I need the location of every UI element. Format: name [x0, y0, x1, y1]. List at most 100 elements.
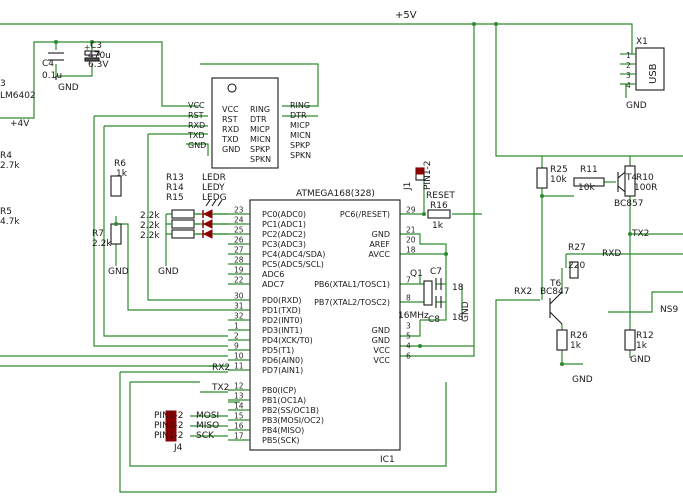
led-green: [202, 229, 213, 239]
mcu-right-pin-name: PC6(/RESET): [340, 210, 390, 219]
mcu-right-pin-num: 20: [406, 236, 416, 245]
r15-value: 2.2k: [140, 231, 160, 241]
c8-label: C8: [428, 315, 440, 325]
mcu-left-pin-name: PC3(ADC3): [262, 240, 306, 249]
c7-label: C7: [430, 267, 442, 277]
mcu-left-pin-name: PC0(ADC0): [262, 210, 306, 219]
x1-label: X1: [636, 37, 648, 47]
c3-value: 470u: [88, 51, 111, 61]
resistor-r27: [569, 261, 579, 279]
resistor-r14: [171, 219, 195, 229]
x1-pin4: 4: [626, 81, 631, 90]
r4-label: R4: [0, 151, 12, 161]
isp-pin-label-1: PIN1-2: [154, 411, 184, 421]
r16-label: R16: [430, 201, 448, 211]
rx2-net-right: RX2: [514, 287, 532, 297]
transistor-t6: [549, 291, 563, 325]
chip-pin-ring: RING: [290, 101, 310, 110]
mcu-right-pin-num: 4: [406, 342, 411, 351]
chip-inner-vcc: VCC: [222, 105, 239, 114]
rx2-net-left: RX2: [212, 363, 230, 373]
mcu-left-pin-num: 27: [234, 246, 244, 255]
crystal-gnd: GND: [461, 301, 471, 322]
r10-label: R10: [636, 173, 654, 183]
mcu-left-pin-num: 22: [234, 276, 244, 285]
capacitor-c3: [84, 50, 100, 62]
resistor-r7: [110, 223, 122, 245]
mcu-left-pin-name: PD7(AIN1): [262, 366, 303, 375]
mcu-left-pin-num: 15: [234, 412, 244, 421]
r25-label: R25: [550, 165, 568, 175]
right-gnd-1: GND: [572, 375, 593, 385]
resistor-r15: [171, 229, 195, 239]
r7-gnd: GND: [108, 267, 129, 277]
chip-inner-spkp: SPKP: [250, 145, 270, 154]
ledg-label: LEDG: [202, 193, 227, 203]
q1-label: Q1: [410, 269, 423, 279]
j1-pin-label: PIN1-2: [423, 160, 433, 190]
mcu-left-pin-num: 1: [234, 322, 239, 331]
v4-label: +4V: [10, 119, 30, 129]
r10-value: 100R: [634, 183, 657, 193]
mcu-right-pin-num: 6: [406, 352, 411, 361]
mcu-right-pin-name: AVCC: [368, 250, 390, 259]
isp-pad-sck: [165, 430, 177, 442]
mcu-left-pin-name: PB5(SCK): [262, 436, 300, 445]
mcu-left-pin-name: PC2(ADC2): [262, 230, 306, 239]
r13-value: 2.2k: [140, 211, 160, 221]
mcu-right-pin-num: 3: [406, 322, 411, 331]
ref-3-label: 3: [0, 79, 6, 89]
mcu-title: ATMEGA168(328): [296, 189, 375, 199]
mcu-left-pin-num: 19: [234, 266, 244, 275]
led-yellow: [202, 219, 213, 229]
usb-connector-x1: [635, 47, 665, 91]
mcu-left-pin-num: 31: [234, 302, 244, 311]
r13-label: R13: [166, 173, 184, 183]
vcc-label: +5V: [395, 10, 417, 21]
tx2-net-right: TX2: [631, 229, 649, 239]
chip-inner-micp: MICP: [250, 125, 270, 134]
mcu-left-pin-num: 30: [234, 292, 244, 301]
mcu-left-pin-num: 17: [234, 432, 244, 441]
chip-inner-gnd: GND: [222, 145, 240, 154]
vcc-rail: [0, 23, 633, 54]
r5-label: R5: [0, 207, 12, 217]
c4-value: 0.1u: [42, 71, 62, 81]
led-red: [202, 209, 213, 219]
mcu-left-pin-num: 2: [234, 332, 239, 341]
chip-pin-micn: MICN: [290, 131, 311, 140]
x1-pin2: 2: [626, 61, 631, 70]
mcu-left-pin-num: 26: [234, 236, 244, 245]
c3-plus: +: [84, 43, 90, 52]
usb-label: USB: [648, 63, 659, 84]
mcu-ref: IC1: [380, 455, 395, 465]
r25-value: 10k: [550, 175, 567, 185]
mcu-right-pin-num: 8: [406, 294, 411, 303]
mcu-right-pin-name: VCC: [373, 356, 390, 365]
mcu-left-pin-name: PC1(ADC1): [262, 220, 306, 229]
chip-pin-dtr: DTR: [290, 111, 307, 120]
t4-part: BC857: [614, 199, 643, 209]
mcu-left-pin-name: ADC7: [262, 280, 284, 289]
chip-pin-vcc: VCC: [188, 101, 205, 110]
chip-inner-dtr: DTR: [250, 115, 267, 124]
c8-value: 18: [452, 313, 464, 323]
mcu-right-pin-name: AREF: [369, 240, 390, 249]
reset-label: RESET: [426, 191, 455, 201]
crystal-freq: 16MHz: [398, 311, 429, 321]
mcu-left-pin-num: 9: [234, 342, 239, 351]
capacitor-c7: [435, 278, 442, 290]
resistor-r12: [624, 329, 636, 351]
j1-label: J1: [403, 182, 413, 191]
mcu-left-pin-name: PD1(TXD): [262, 306, 301, 315]
resistor-r11: [573, 177, 605, 187]
mcu-right-pin-name: PB7(XTAL2/TOSC2): [314, 298, 390, 307]
mcu-left-pin-name: PD3(INT1): [262, 326, 303, 335]
c4-label: C4: [42, 59, 54, 69]
x1-gnd: GND: [626, 101, 647, 111]
mcu-left-pin-num: 32: [234, 312, 244, 321]
r26-label: R26: [570, 331, 588, 341]
mcu-left-pin-num: 10: [234, 352, 244, 361]
atmega-chip: [249, 199, 401, 451]
